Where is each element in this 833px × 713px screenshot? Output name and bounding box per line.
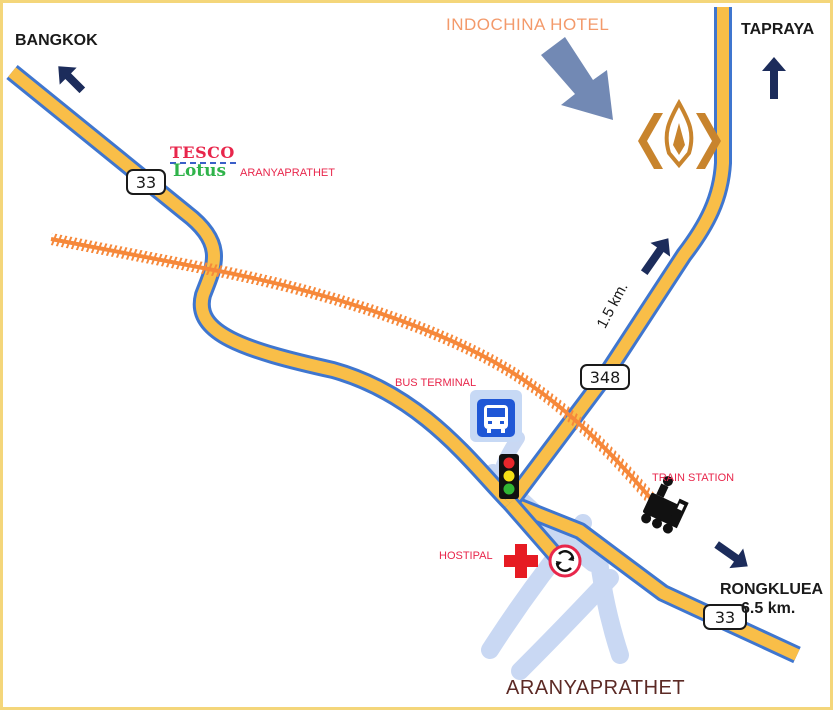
bangkok-label: BANGKOK (15, 32, 98, 49)
direction-arrow-icon (762, 57, 786, 99)
tesco-logo-stripe (170, 162, 236, 164)
route-348-road (505, 7, 729, 507)
traffic-light-icon (499, 454, 519, 499)
lotus-logo-text: Lotus (173, 161, 227, 181)
direction-arrow-icon (714, 541, 748, 569)
aranyaprathet-label: ARANYAPRATHET (506, 677, 686, 699)
roundabout-icon (548, 544, 582, 578)
minor-street (511, 569, 619, 680)
roads (6, 7, 801, 664)
map-canvas (6, 7, 801, 680)
hotel-name-label: INDOCHINA HOTEL (446, 15, 610, 34)
hospital-cross-icon (504, 544, 538, 578)
tesco-logo-text: TESCO (170, 143, 235, 162)
route-33-shield: 33 (703, 604, 747, 630)
direction-arrows (58, 37, 786, 569)
route-33-road (8, 67, 800, 661)
route-348-shield: 348 (580, 364, 630, 390)
hotel-logo-left-chevron (638, 113, 663, 169)
hotel-logo-inner (673, 123, 685, 155)
train-station-label: TRAIN STATION (652, 472, 735, 484)
railway (49, 233, 668, 517)
tapraya-label: TAPRAYA (741, 21, 815, 38)
direction-arrow-icon (640, 238, 671, 275)
bus-icon (470, 390, 522, 442)
rongkluea-label: RONGKLUEA (720, 581, 824, 598)
hotel-logo-right-chevron (696, 113, 721, 169)
rongkluea-distance: 6.5 km. (741, 600, 796, 617)
railway-track (50, 237, 665, 515)
local-road (505, 499, 563, 562)
indochina-hotel-logo (638, 98, 721, 169)
bus-terminal-label: BUS TERMINAL (395, 377, 477, 389)
route-33-shield: 33 (126, 169, 166, 195)
hotel-logo-center (664, 98, 694, 169)
route-33-edge (6, 65, 801, 664)
minor-street (589, 542, 629, 664)
tesco-branch-label: ARANYAPRATHET (240, 167, 335, 179)
hospital-label: HOSTIPAL (439, 550, 493, 562)
train-icon (641, 476, 689, 534)
hotel-pointer-arrow-icon (541, 37, 613, 120)
direction-arrow-icon (58, 66, 86, 94)
